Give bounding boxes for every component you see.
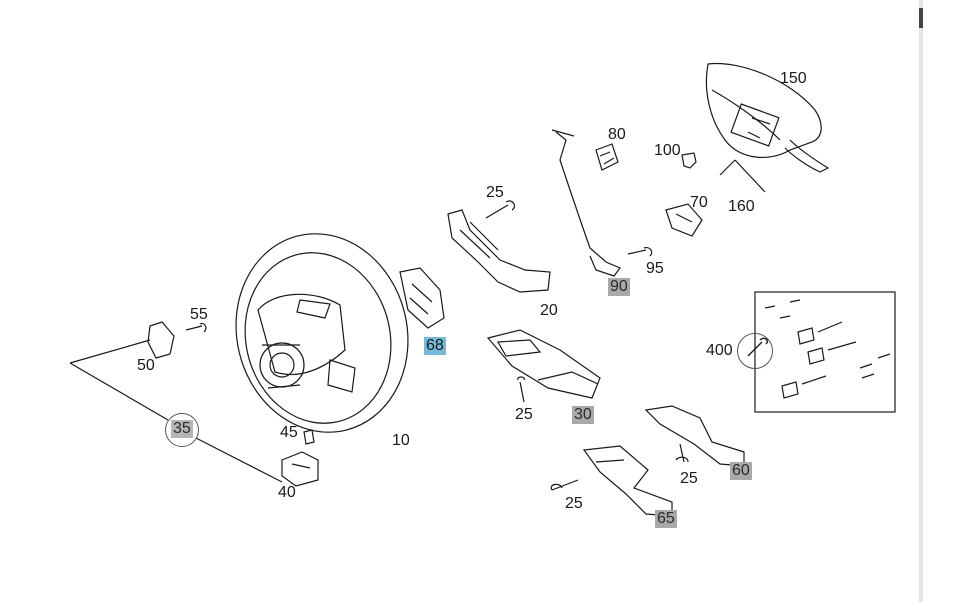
leader-160: [719, 159, 766, 193]
airbag-150: [705, 62, 830, 173]
callout-60[interactable]: 60: [730, 462, 752, 480]
callout-100[interactable]: 100: [654, 142, 681, 159]
callout-90[interactable]: 90: [608, 278, 630, 296]
callout-50[interactable]: 50: [137, 357, 155, 374]
vertical-scrollbar[interactable]: [919, 0, 923, 602]
screw-45: [303, 429, 315, 445]
part-68: [399, 267, 445, 329]
callout-65[interactable]: 65: [655, 510, 677, 528]
screw-25-bottom: [550, 479, 579, 491]
part-60: [644, 405, 745, 467]
callout-25-mid[interactable]: 25: [515, 406, 533, 423]
part-80: [595, 143, 619, 171]
callout-400[interactable]: 400: [706, 342, 733, 359]
callout-80[interactable]: 80: [608, 126, 626, 143]
callout-20[interactable]: 20: [540, 302, 558, 319]
callout-68[interactable]: 68: [424, 337, 446, 355]
part-70: [665, 203, 703, 237]
part-400-box: [754, 291, 896, 413]
steering-wheel-10: [235, 233, 409, 433]
callout-circle-35: [165, 413, 199, 447]
part-95: [627, 247, 653, 257]
callout-25-bottom[interactable]: 25: [565, 495, 583, 512]
part-400-contents: [764, 299, 891, 399]
part-50: [147, 321, 175, 359]
callout-40[interactable]: 40: [278, 484, 296, 501]
part-30: [486, 329, 601, 399]
callout-10[interactable]: 10: [392, 432, 410, 449]
screw-25-right: [675, 443, 689, 463]
part-20: [447, 209, 551, 293]
callout-circle-400: [737, 333, 773, 369]
screw-55: [185, 323, 207, 333]
part-65: [582, 445, 673, 517]
callout-30[interactable]: 30: [572, 406, 594, 424]
callout-160[interactable]: 160: [728, 198, 755, 215]
callout-55[interactable]: 55: [190, 306, 208, 323]
leader-35: [69, 339, 283, 483]
screw-25-top: [485, 200, 516, 219]
scrollbar-thumb[interactable]: [919, 8, 923, 28]
callout-70[interactable]: 70: [690, 194, 708, 211]
callout-25-top[interactable]: 25: [486, 184, 504, 201]
part-40: [281, 451, 319, 487]
part-100: [681, 152, 697, 169]
screw-25-mid: [517, 376, 525, 403]
callout-25-right[interactable]: 25: [680, 470, 698, 487]
callout-95[interactable]: 95: [646, 260, 664, 277]
callout-150[interactable]: 150: [780, 70, 807, 87]
callout-35[interactable]: 35: [171, 420, 193, 438]
callout-45[interactable]: 45: [280, 424, 298, 441]
part-90: [555, 131, 621, 277]
